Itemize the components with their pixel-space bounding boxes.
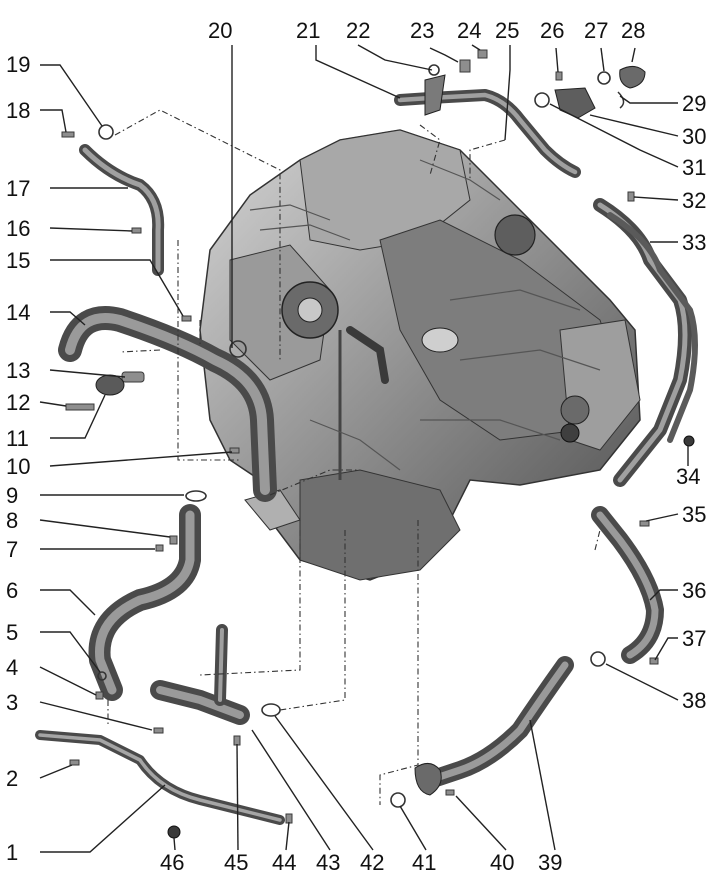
label-10: 10 [6, 454, 30, 479]
label-37: 37 [682, 626, 706, 651]
label-22: 22 [346, 18, 370, 43]
label-31: 31 [682, 155, 706, 180]
label-44: 44 [272, 850, 296, 875]
label-3: 3 [6, 690, 18, 715]
label-43: 43 [316, 850, 340, 875]
leader-lines [39, 44, 689, 853]
assembly-lines [107, 109, 601, 805]
label-16: 16 [6, 216, 30, 241]
label-35: 35 [682, 502, 706, 527]
label-1: 1 [6, 840, 18, 865]
label-42: 42 [360, 850, 384, 875]
label-9: 9 [6, 483, 18, 508]
label-33: 33 [682, 230, 706, 255]
hoses [35, 89, 698, 825]
label-36: 36 [682, 578, 706, 603]
small-parts [61, 49, 695, 839]
engine-assembly [199, 129, 641, 581]
label-14: 14 [6, 300, 30, 325]
label-28: 28 [621, 18, 645, 43]
label-26: 26 [540, 18, 564, 43]
label-2: 2 [6, 766, 18, 791]
callout-labels: 1 2 3 4 5 6 7 8 9 10 11 12 13 14 15 16 1… [6, 18, 706, 875]
label-29: 29 [682, 91, 706, 116]
label-45: 45 [224, 850, 248, 875]
label-11: 11 [6, 426, 29, 451]
label-12: 12 [6, 390, 30, 415]
label-7: 7 [6, 537, 18, 562]
label-41: 41 [412, 850, 436, 875]
label-27: 27 [584, 18, 608, 43]
label-4: 4 [6, 655, 18, 680]
label-38: 38 [682, 688, 706, 713]
label-19: 19 [6, 52, 30, 77]
label-5: 5 [6, 620, 18, 645]
label-6: 6 [6, 578, 18, 603]
label-18: 18 [6, 98, 30, 123]
label-32: 32 [682, 188, 706, 213]
label-30: 30 [682, 124, 706, 149]
label-21: 21 [296, 18, 320, 43]
label-34: 34 [676, 464, 700, 489]
label-25: 25 [495, 18, 519, 43]
label-23: 23 [410, 18, 434, 43]
label-39: 39 [538, 850, 562, 875]
label-46: 46 [160, 850, 184, 875]
label-8: 8 [6, 508, 18, 533]
label-17: 17 [6, 176, 30, 201]
label-40: 40 [490, 850, 514, 875]
label-20: 20 [208, 18, 232, 43]
label-15: 15 [6, 248, 30, 273]
label-24: 24 [457, 18, 481, 43]
label-13: 13 [6, 358, 30, 383]
